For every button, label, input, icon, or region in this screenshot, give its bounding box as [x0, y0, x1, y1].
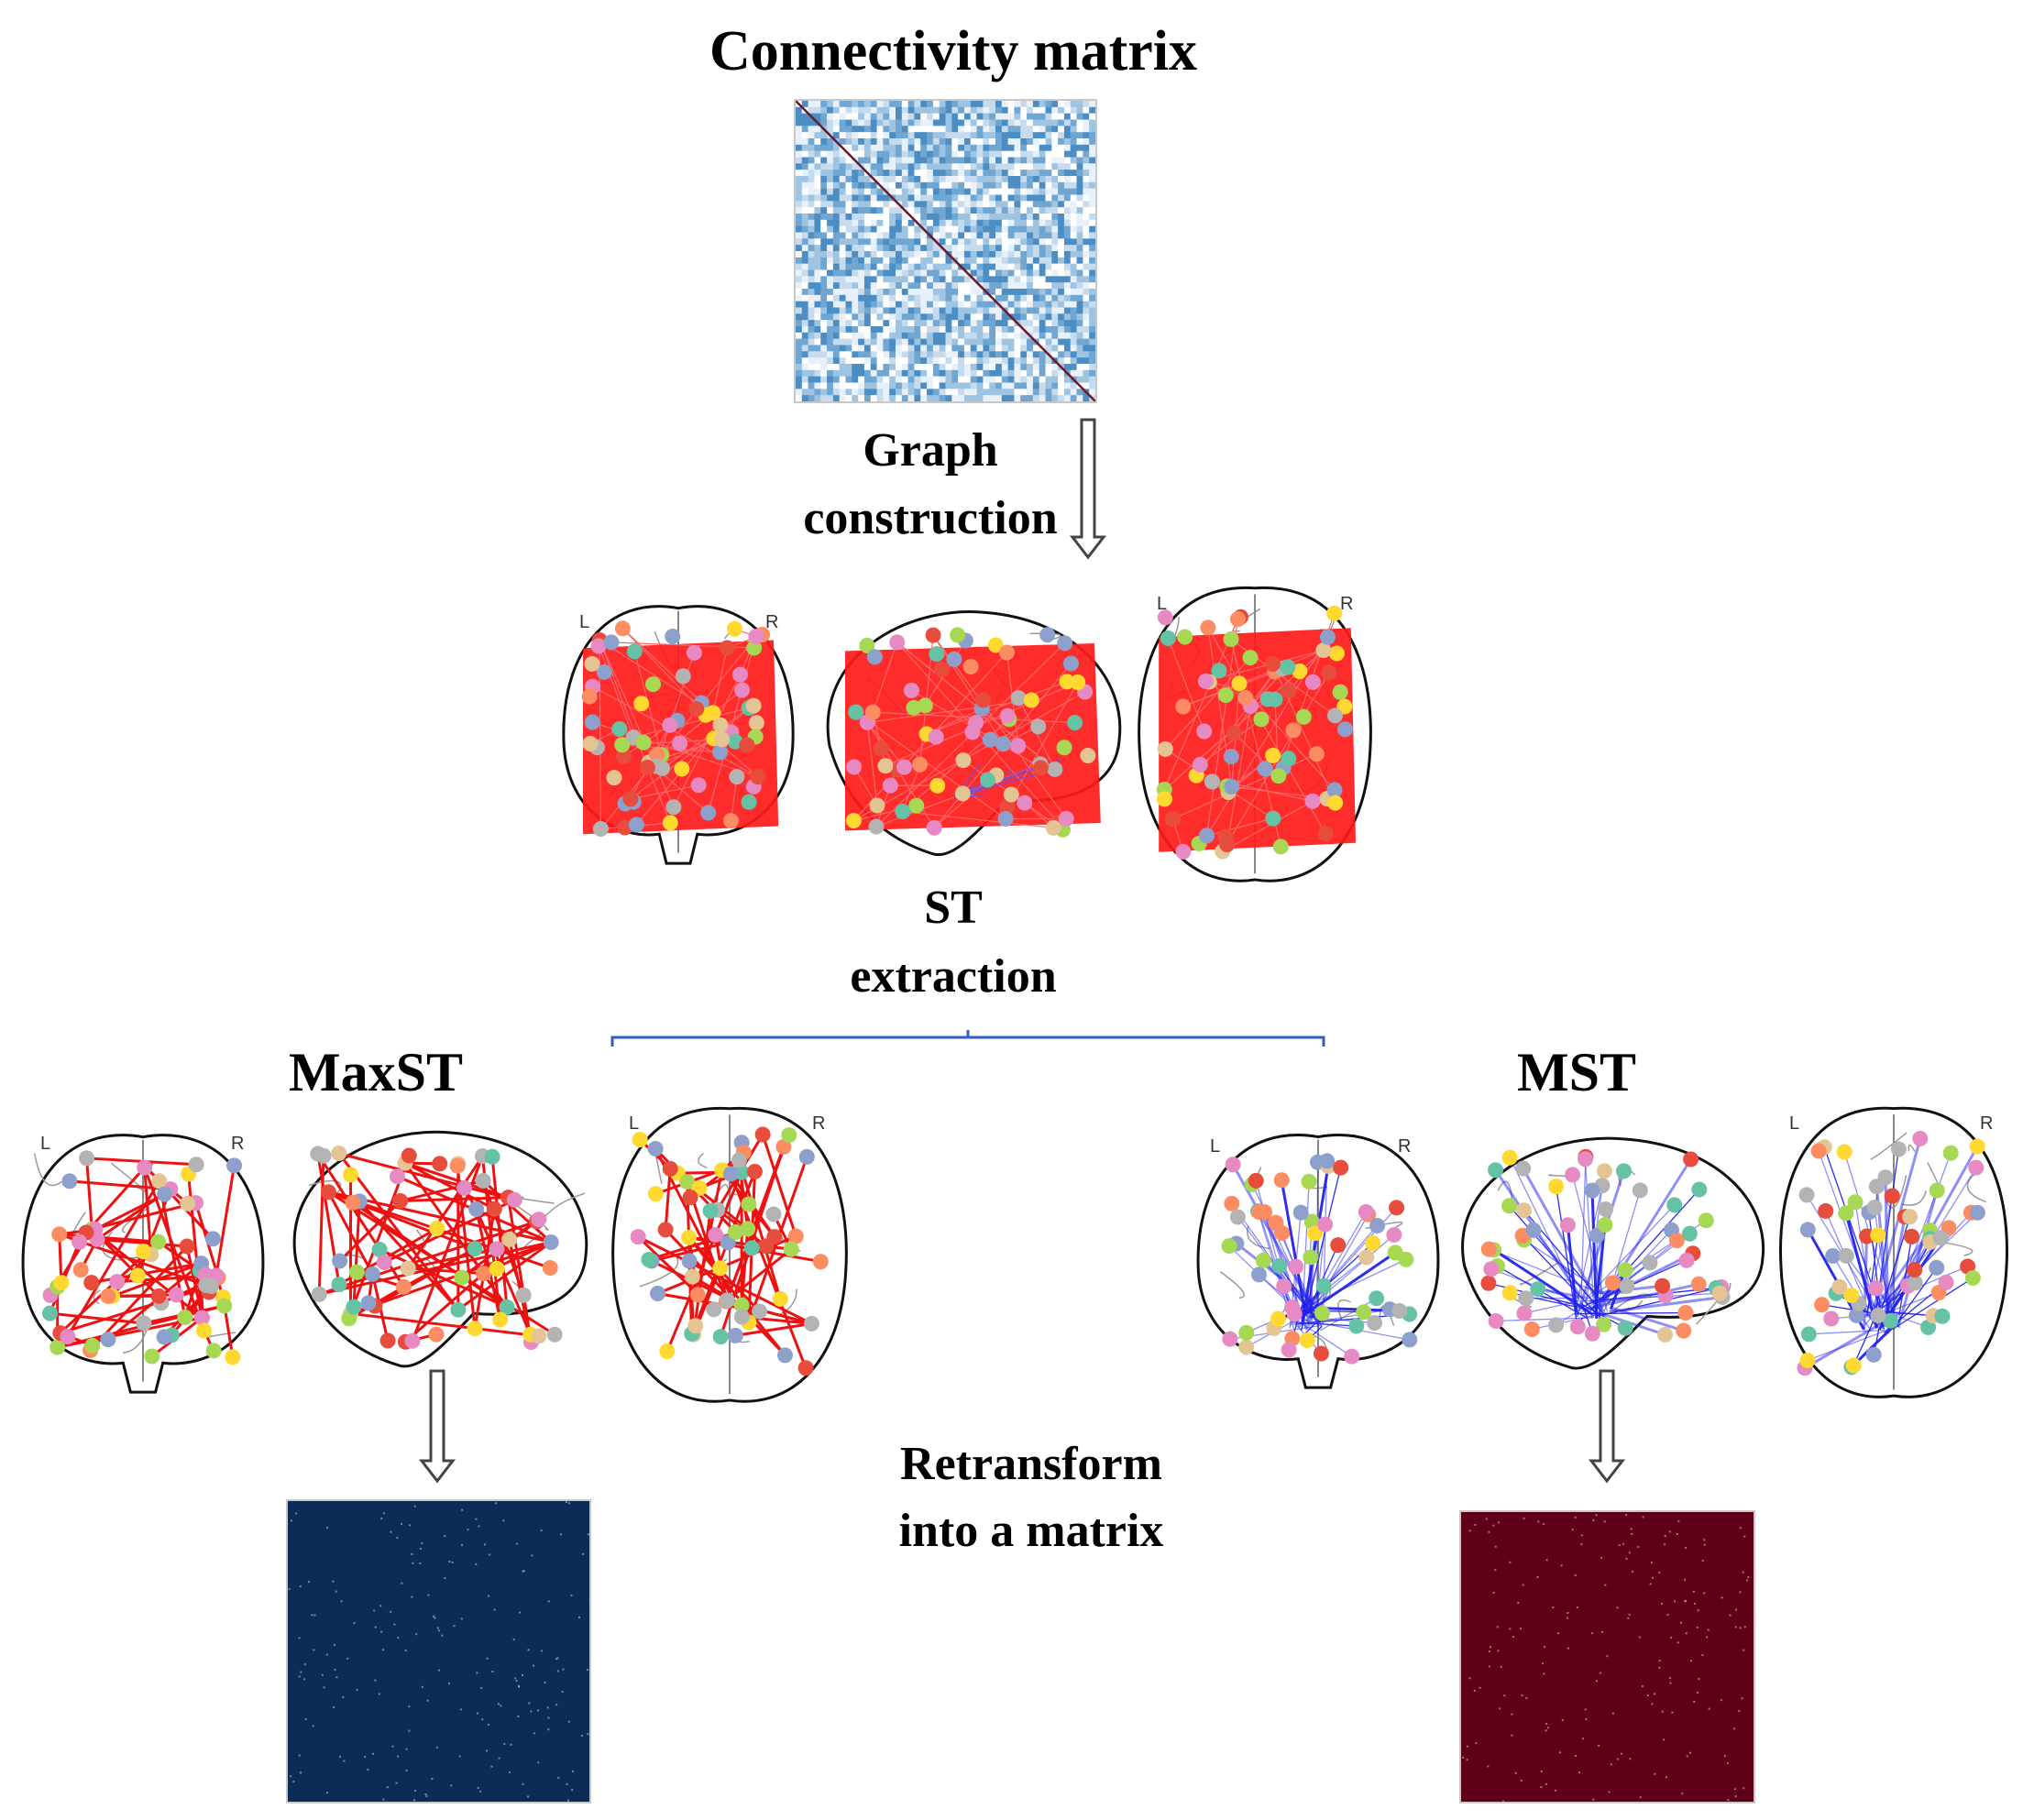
brain-orientation-label-right: R — [1340, 594, 1354, 614]
title-connectivity-matrix: Connectivity matrix — [709, 20, 1198, 82]
branch-title-mst: MST — [1516, 1042, 1637, 1102]
step-label-st: ST — [924, 882, 983, 934]
brain-orientation-label-left: L — [579, 612, 590, 632]
maxst-matrix-pattern — [288, 1501, 589, 1802]
maxst-brain-axial — [611, 1107, 848, 1403]
brain-orientation-label-right: R — [1980, 1113, 1994, 1134]
brain-orientation-label-right: R — [812, 1113, 826, 1134]
brain-orientation-label-left: L — [1789, 1113, 1800, 1134]
step-label-retransform: Retransform — [900, 1438, 1162, 1490]
brain-orientation-label-right: R — [1398, 1136, 1412, 1157]
brain-orientation-label-left: L — [1157, 594, 1168, 614]
brain-orientation-label-left: L — [629, 1113, 640, 1134]
brain-orientation-label-left: L — [1210, 1136, 1221, 1157]
brain-orientation-label-right: R — [231, 1134, 245, 1154]
mst-brain-coronal — [1196, 1134, 1440, 1389]
mst-brain-axial — [1779, 1107, 2008, 1398]
branch-title-maxst: MaxST — [288, 1042, 464, 1102]
maxst-matrix — [286, 1499, 591, 1804]
brain-orientation-label-right: R — [765, 612, 779, 632]
mst-brain-sagittal — [1461, 1136, 1765, 1370]
full-graph-brain-axial — [1138, 587, 1372, 883]
maxst-brain-coronal — [21, 1134, 265, 1394]
st-extraction-bracket — [610, 1030, 1325, 1047]
full-graph-brain-coronal — [562, 605, 795, 865]
connectivity-matrix — [794, 99, 1097, 403]
step-label-extraction: extraction — [850, 950, 1057, 1003]
brain-orientation-label-left: L — [40, 1134, 51, 1154]
down-arrow-maxst-retransform — [418, 1369, 456, 1484]
mst-matrix-pattern — [1462, 1514, 1750, 1802]
step-label-construction: construction — [803, 492, 1058, 544]
down-arrow-graph-construction — [1069, 418, 1107, 560]
full-graph-brain-sagittal — [826, 610, 1122, 857]
maxst-brain-sagittal — [292, 1130, 588, 1368]
step-label-graph: Graph — [863, 424, 998, 477]
matrix-diagonal — [796, 101, 1095, 401]
step-label-into-a-matrix: into a matrix — [898, 1505, 1164, 1557]
connectivity-matrix-pattern — [796, 101, 1095, 401]
mst-matrix — [1459, 1510, 1755, 1804]
down-arrow-mst-retransform — [1588, 1369, 1626, 1484]
